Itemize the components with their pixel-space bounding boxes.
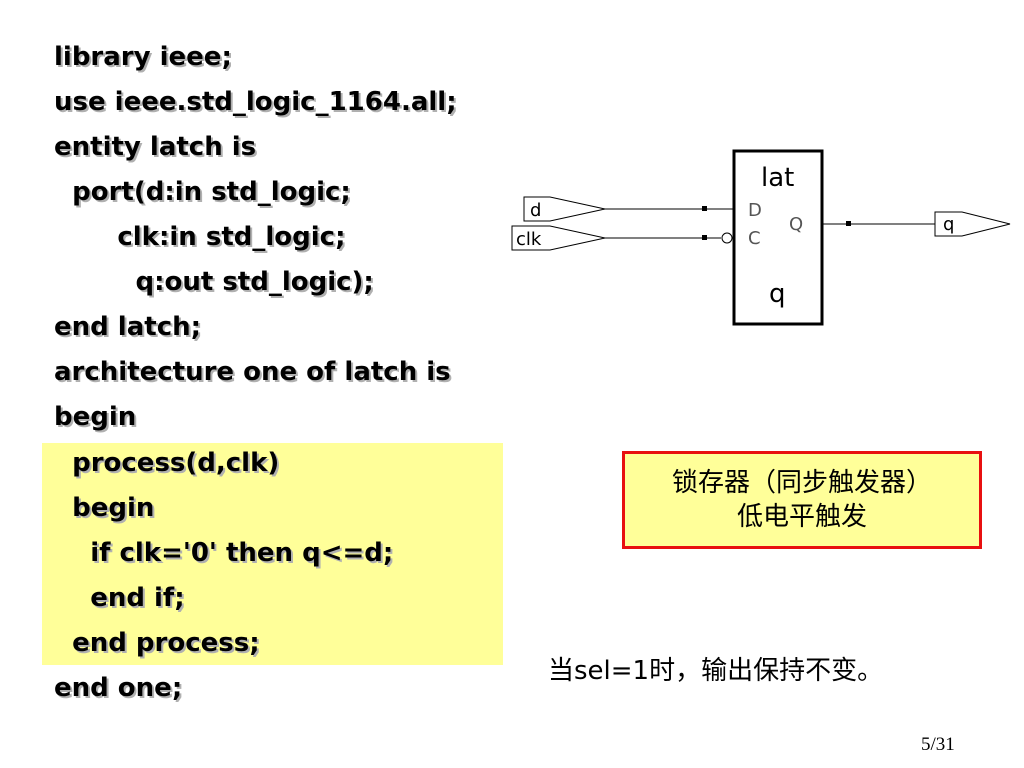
- code-line: if clk='0' then q<=d;: [54, 538, 394, 568]
- code-line: begin: [54, 402, 137, 432]
- input-port-d-label: d: [530, 200, 541, 221]
- latch-block-title: lat: [761, 163, 794, 193]
- input-port-clk-label: clk: [516, 229, 542, 250]
- code-line: architecture one of latch is: [54, 357, 451, 387]
- pin-q-label: Q: [789, 214, 803, 235]
- code-line: end if;: [54, 583, 185, 613]
- code-highlight: [42, 443, 503, 665]
- wire-q-dot: [846, 221, 851, 226]
- latch-block: [732, 149, 824, 326]
- note-box: 锁存器（同步触发器） 低电平触发: [622, 451, 982, 549]
- code-line: library ieee;: [54, 42, 232, 72]
- pin-c-label: C: [748, 228, 761, 249]
- input-port-d: [523, 196, 606, 222]
- page-number: 5/31: [921, 734, 955, 755]
- code-line: end process;: [54, 628, 260, 658]
- code-line: end latch;: [54, 312, 202, 342]
- output-port-q-label: q: [943, 214, 954, 235]
- code-line: end one;: [54, 673, 183, 703]
- code-line: clk:in std_logic;: [54, 222, 346, 252]
- code-line: process(d,clk): [54, 448, 280, 478]
- code-line: begin: [54, 493, 155, 523]
- latch-diagram: d clk lat D C Q q q: [511, 149, 1011, 326]
- code-line: port(d:in std_logic;: [54, 177, 351, 207]
- input-port-clk: [511, 225, 606, 251]
- latch-block-name: q: [769, 279, 786, 309]
- output-hold-note: 当sel=1时，输出保持不变。: [548, 656, 884, 686]
- output-port-q: [934, 211, 1011, 237]
- pin-d-label: D: [748, 200, 762, 221]
- inverter-bubble: [721, 232, 733, 244]
- code-line: entity latch is: [54, 132, 257, 162]
- code-line: use ieee.std_logic_1164.all;: [54, 87, 457, 117]
- note-box-line1: 锁存器（同步触发器）: [671, 468, 932, 498]
- code-line: q:out std_logic);: [54, 267, 374, 297]
- wire-clk-dot: [702, 235, 707, 240]
- wire-d-dot: [702, 206, 707, 211]
- note-box-line2: 低电平触发: [736, 502, 867, 532]
